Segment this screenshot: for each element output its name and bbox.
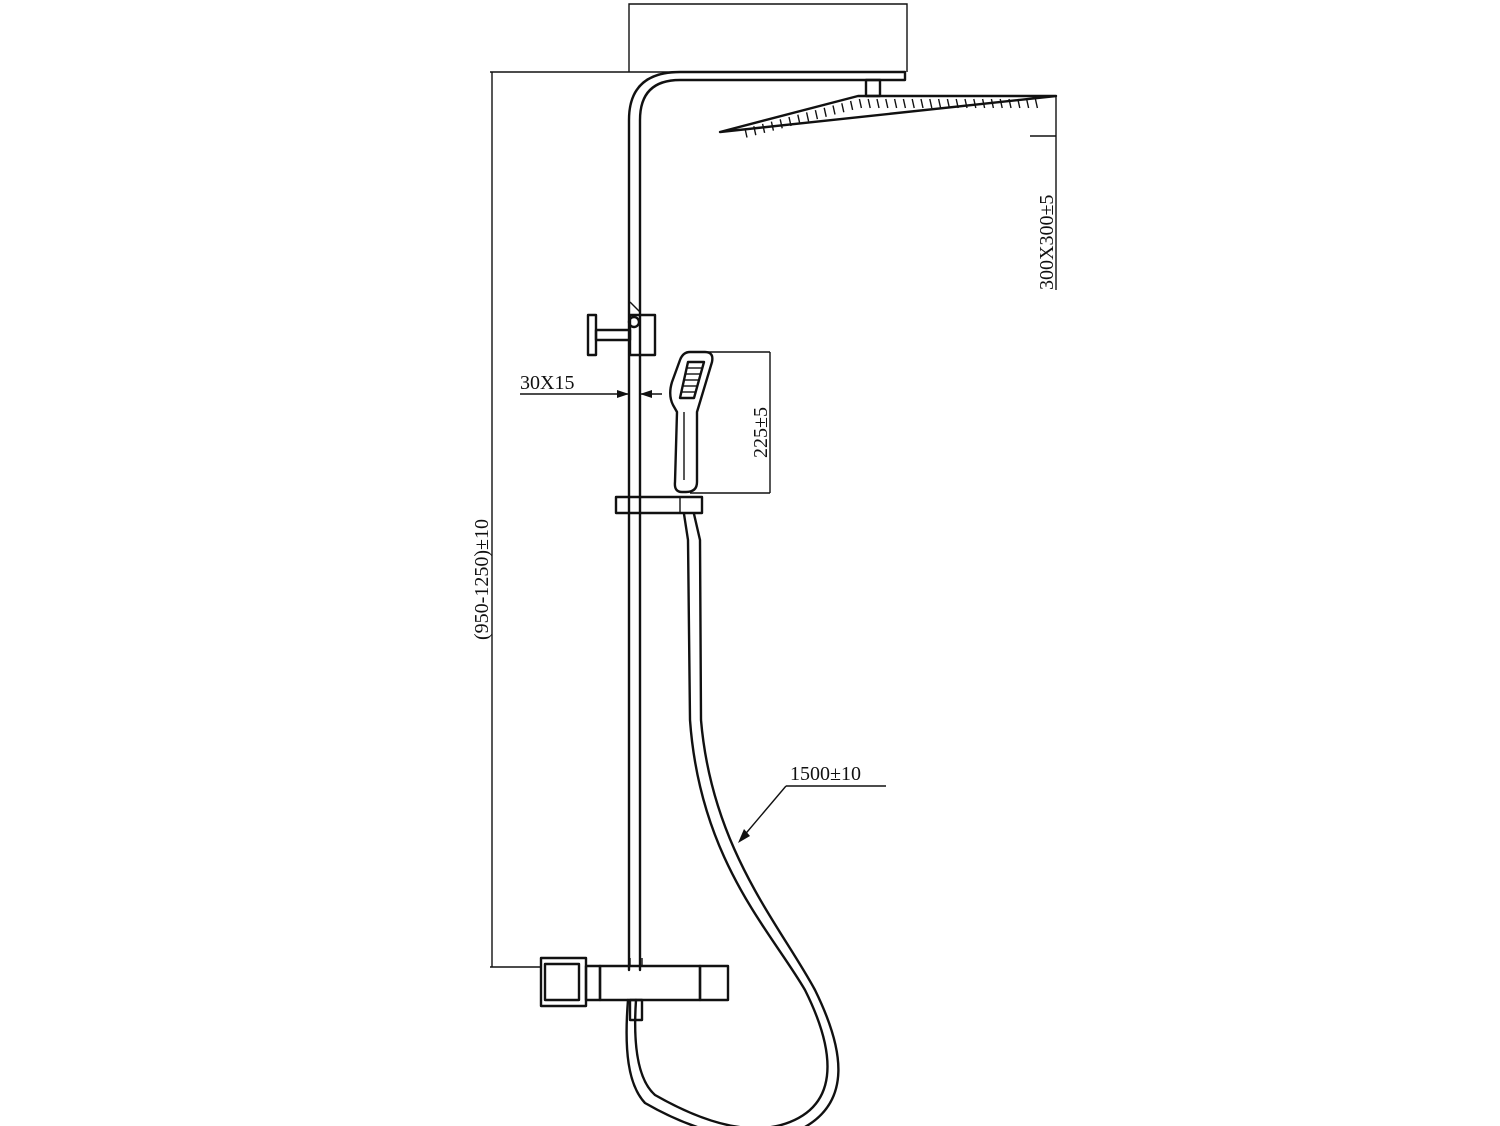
rain-shower-head xyxy=(718,94,1058,138)
nozzle-mark xyxy=(990,98,995,109)
head-connector xyxy=(864,78,882,98)
head-size-label: 300X300±5 xyxy=(1036,195,1058,290)
nozzle-mark xyxy=(1008,98,1012,109)
slide-bar-section-label: 30X15 xyxy=(520,372,574,394)
slide-bar-section-dimension: 30X15 xyxy=(520,372,662,398)
hand-shower-dimension: 225±5 xyxy=(690,351,772,494)
nozzle-mark xyxy=(779,119,783,129)
riser-pipe xyxy=(627,70,907,972)
nozzle-mark xyxy=(814,109,819,120)
diverter-knob xyxy=(586,301,657,357)
nozzle-mark xyxy=(761,123,766,134)
thermostatic-mixer xyxy=(539,956,730,1022)
nozzle-mark xyxy=(955,98,959,109)
nozzle-mark xyxy=(858,98,863,109)
hose-length-label: 1500±10 xyxy=(790,763,861,785)
nozzle-mark xyxy=(893,98,898,109)
nozzle-mark xyxy=(841,103,845,113)
hose-length-callout: 1500±10 xyxy=(738,763,886,843)
head-size-dimension: 300X300±5 xyxy=(1030,96,1058,290)
nozzle-mark xyxy=(849,100,854,111)
adjustable-height-label: (950-1250)±10 xyxy=(471,519,493,640)
shower-hose xyxy=(625,512,840,1126)
slider-bracket xyxy=(614,495,704,515)
nozzle-mark xyxy=(788,116,792,127)
hand-shower xyxy=(669,350,714,494)
nozzle-mark xyxy=(797,114,801,124)
nozzle-mark xyxy=(929,98,933,109)
nozzle-mark xyxy=(885,98,889,109)
nozzle-mark xyxy=(1025,98,1030,109)
nozzle-mark xyxy=(911,98,915,109)
head-projection-outline xyxy=(490,3,908,73)
hand-shower-nozzles xyxy=(682,367,702,393)
nozzle-mark xyxy=(999,98,1003,109)
nozzle-mark xyxy=(832,105,836,115)
nozzle-mark xyxy=(920,98,924,109)
nozzle-mark xyxy=(805,112,810,122)
nozzle-mark xyxy=(964,98,968,109)
adjustable-height-dimension: (950-1250)±10 xyxy=(471,72,541,968)
hand-shower-length-label: 225±5 xyxy=(750,407,772,458)
nozzle-mark xyxy=(744,128,748,138)
nozzle-mark xyxy=(946,98,951,109)
shower-head-nozzles xyxy=(744,98,1039,138)
nozzle-mark xyxy=(753,126,757,136)
nozzle-mark xyxy=(937,98,942,109)
nozzle-mark xyxy=(973,98,977,109)
nozzle-mark xyxy=(1034,98,1039,109)
nozzle-mark xyxy=(902,98,907,109)
nozzle-mark xyxy=(981,98,986,109)
nozzle-mark xyxy=(867,98,871,109)
nozzle-mark xyxy=(876,98,880,109)
nozzle-mark xyxy=(823,107,827,117)
nozzle-mark xyxy=(1017,98,1021,109)
nozzle-mark xyxy=(770,121,775,131)
